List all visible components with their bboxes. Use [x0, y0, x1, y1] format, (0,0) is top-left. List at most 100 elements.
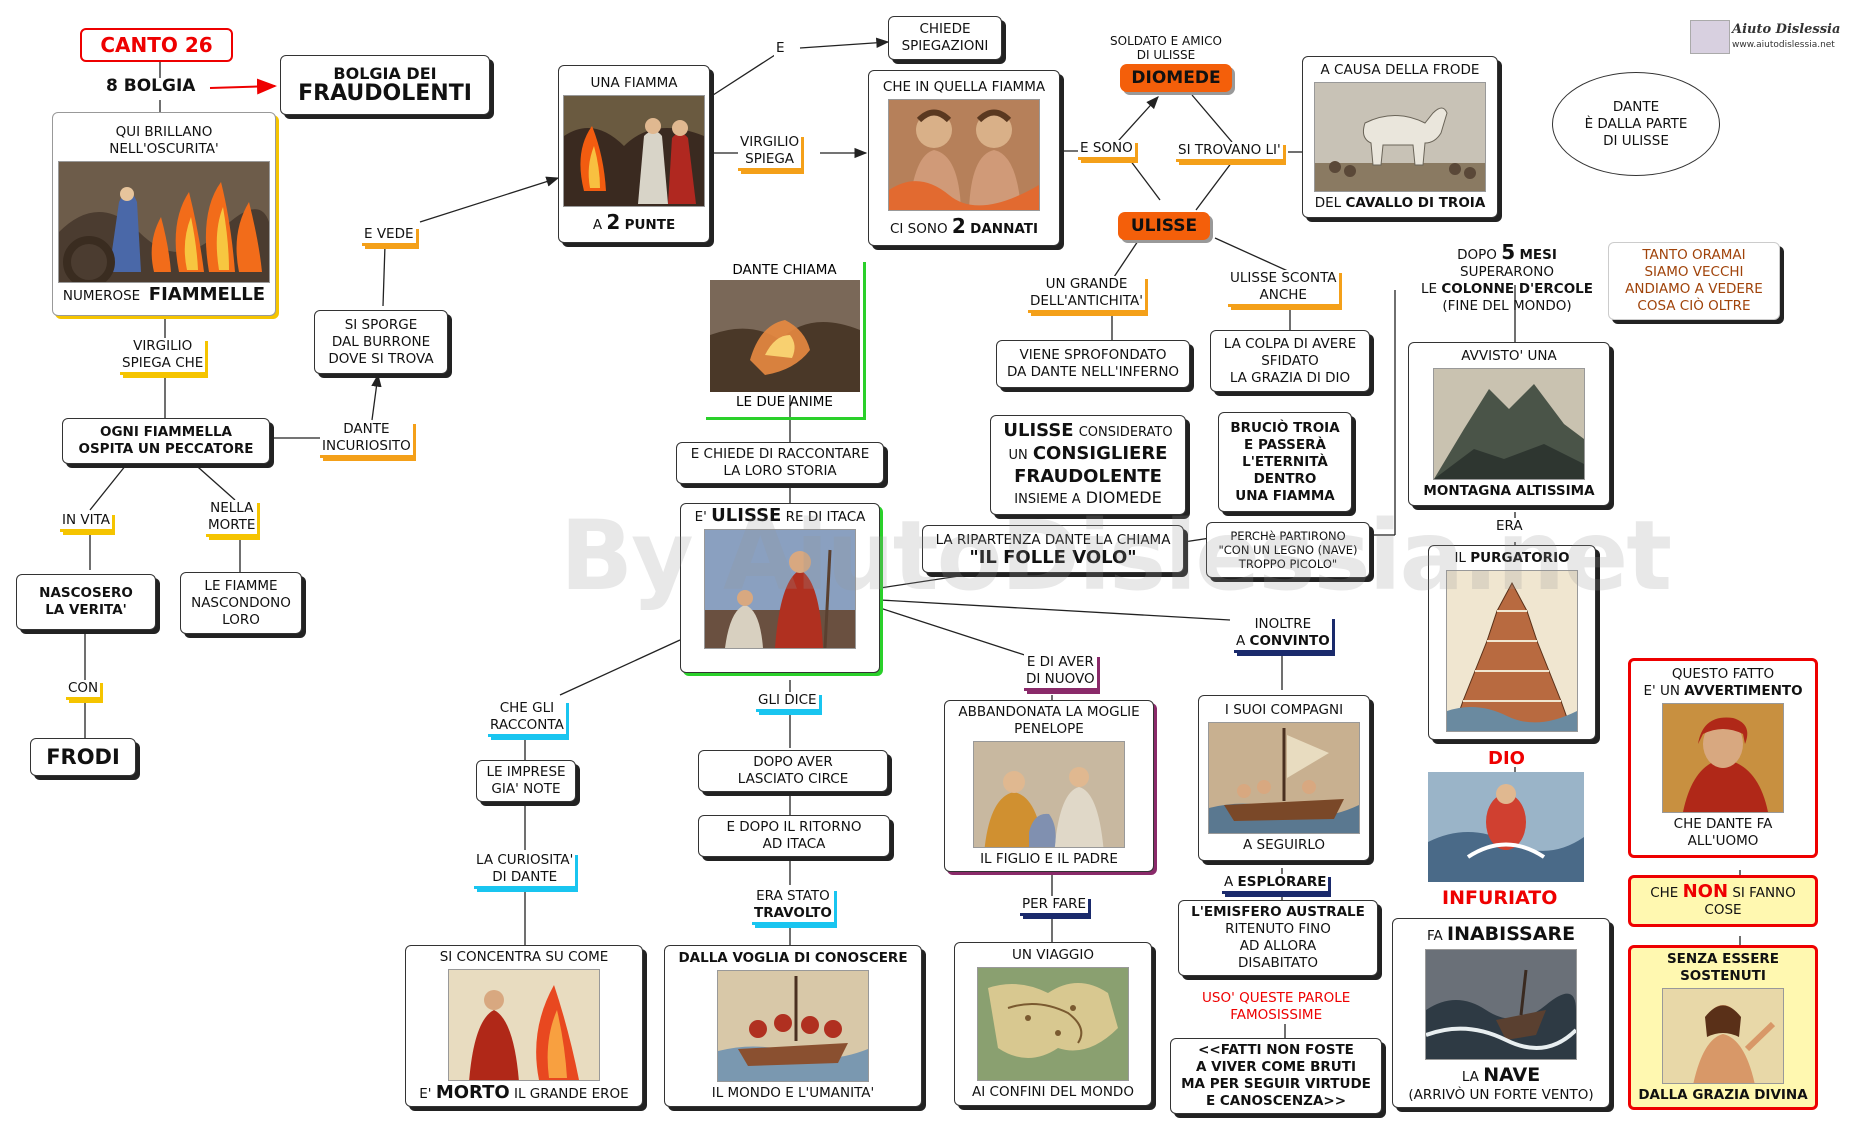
per-fare-link: PER FARE	[1020, 896, 1089, 916]
dante-chiama-label: DANTE CHIAMA	[732, 262, 837, 278]
non-si-fanno-box: CHE NON SI FANNO COSE	[1628, 875, 1818, 927]
nave-box: FA INABISSARE LA NAVE (ARRIVÒ UN FORTE V…	[1392, 918, 1610, 1108]
mountain-illustration	[1433, 368, 1585, 480]
infuriato-label: INFURIATO	[1440, 887, 1560, 909]
viaggio-box: UN VIAGGIO AI CONFINI DEL MONDO	[954, 942, 1152, 1106]
diomede-pill: DIOMEDE	[1120, 64, 1232, 92]
punte-number: 2	[606, 209, 621, 234]
e-sono-link: E SONO	[1078, 140, 1135, 160]
logo: Aiuto Dislessia www.aiutodislessia.net	[1690, 20, 1845, 54]
gli-dice-link: GLI DICE	[756, 692, 819, 712]
dio-label: DIO	[1486, 748, 1527, 769]
compagni-box: I SUOI COMPAGNI A SEGUIRLO	[1198, 695, 1370, 861]
canto-title: CANTO 26	[80, 28, 233, 62]
book-icon	[1690, 20, 1730, 54]
esplorare-link: A ESPLORARE	[1222, 874, 1329, 894]
christ-illustration	[1662, 988, 1784, 1084]
logo-name: Aiuto Dislessia	[1732, 22, 1841, 37]
purgatorio-box: IL PURGATORIO	[1428, 545, 1596, 740]
god-illustration	[1428, 772, 1584, 882]
two-souls-illustration	[709, 280, 860, 392]
two-damned-illustration	[888, 98, 1040, 211]
emisfero-box: L'EMISFERO AUSTRALE RITENUTO FINO AD ALL…	[1178, 900, 1378, 976]
sinking-ship-illustration	[1425, 949, 1577, 1060]
e-link: E	[774, 40, 787, 57]
flames-illustration	[58, 160, 270, 283]
due-anime-group: DANTE CHIAMA LE DUE ANIME	[706, 262, 866, 420]
frode-box: A CAUSA DELLA FRODE DEL CAVALLO DI TROIA	[1302, 56, 1498, 218]
perche-partirono-box: PERCHè PARTIRONO"CON UN LEGNO (NAVE)TROP…	[1206, 522, 1370, 578]
brillano-line2: NELL'OSCURITA'	[109, 140, 219, 157]
numerose-label: NUMEROSE	[62, 287, 141, 304]
dante-and-flame-illustration	[448, 969, 600, 1081]
old-map-illustration	[977, 967, 1129, 1081]
ship-crew-illustration	[717, 970, 869, 1082]
due-anime-label: LE DUE ANIME	[736, 394, 833, 410]
logo-url: www.aiutodislessia.net	[1732, 40, 1835, 50]
main-title-line1: BOLGIA DEI	[333, 63, 437, 83]
two-poets-illustration	[563, 94, 705, 207]
folle-volo-box: LA RIPARTENZA DANTE LA CHIAMA "IL FOLLE …	[922, 525, 1184, 573]
era-label: ERA	[1494, 518, 1525, 535]
purgatory-mountain-illustration	[1446, 570, 1578, 732]
ulisse-pill: ULISSE	[1118, 212, 1210, 240]
trojan-horse-illustration	[1314, 82, 1486, 192]
avvertimento-box: QUESTO FATTO E' UN AVVERTIMENTO CHE DANT…	[1628, 658, 1818, 858]
ulysses-illustration	[704, 529, 856, 649]
bolgia-label: 8 BOLGIA	[104, 76, 198, 96]
frodi-box: FRODI	[30, 738, 136, 776]
fiammelle-box: QUI BRILLANO NELL'OSCURITA' NUMEROSE FIA…	[52, 112, 276, 316]
sailors-illustration	[1208, 722, 1360, 834]
main-title-box: BOLGIA DEI FRAUDOLENTI	[280, 55, 490, 115]
penelope-illustration	[973, 741, 1125, 848]
concentra-box: SI CONCENTRA SU COME E' MORTO IL GRANDE …	[405, 945, 643, 1107]
canto-label: CANTO 26	[100, 33, 213, 57]
fiamma-box: UNA FIAMMA A 2 PUNTE	[558, 65, 710, 243]
watermark: By AiutoDislessia.net	[560, 500, 1672, 612]
consigliere-box: ULISSE CONSIDERATO UN CONSIGLIERE FRAUDO…	[990, 415, 1186, 515]
si-trovano-link: SI TROVANO LI'	[1176, 142, 1283, 162]
fiammelle-label: FIAMMELLE	[148, 283, 266, 305]
ulisse-re-box: E' ULISSE RE DI ITACA	[680, 503, 880, 673]
brillano-line1: QUI BRILLANO	[115, 123, 213, 140]
cinque-mesi-label: DOPO 5 MESI SUPERARONO LE COLONNE D'ERCO…	[1420, 240, 1594, 314]
curiosita-link: LA CURIOSITA'DI DANTE	[474, 852, 576, 889]
in-vita-link: IN VITA	[60, 512, 113, 532]
e-vede-link: E VEDE	[362, 226, 416, 246]
voglia-box: DALLA VOGLIA DI CONOSCERE IL MONDO E L'U…	[664, 945, 922, 1107]
main-title-line2: FRAUDOLENTI	[298, 80, 472, 106]
con-link: CON	[66, 680, 101, 700]
quella-fiamma-box: CHE IN QUELLA FIAMMA CI SONO 2 DANNATI	[868, 70, 1060, 246]
montagna-box: AVVISTO' UNA MONTAGNA ALTISSIMA	[1408, 342, 1610, 506]
